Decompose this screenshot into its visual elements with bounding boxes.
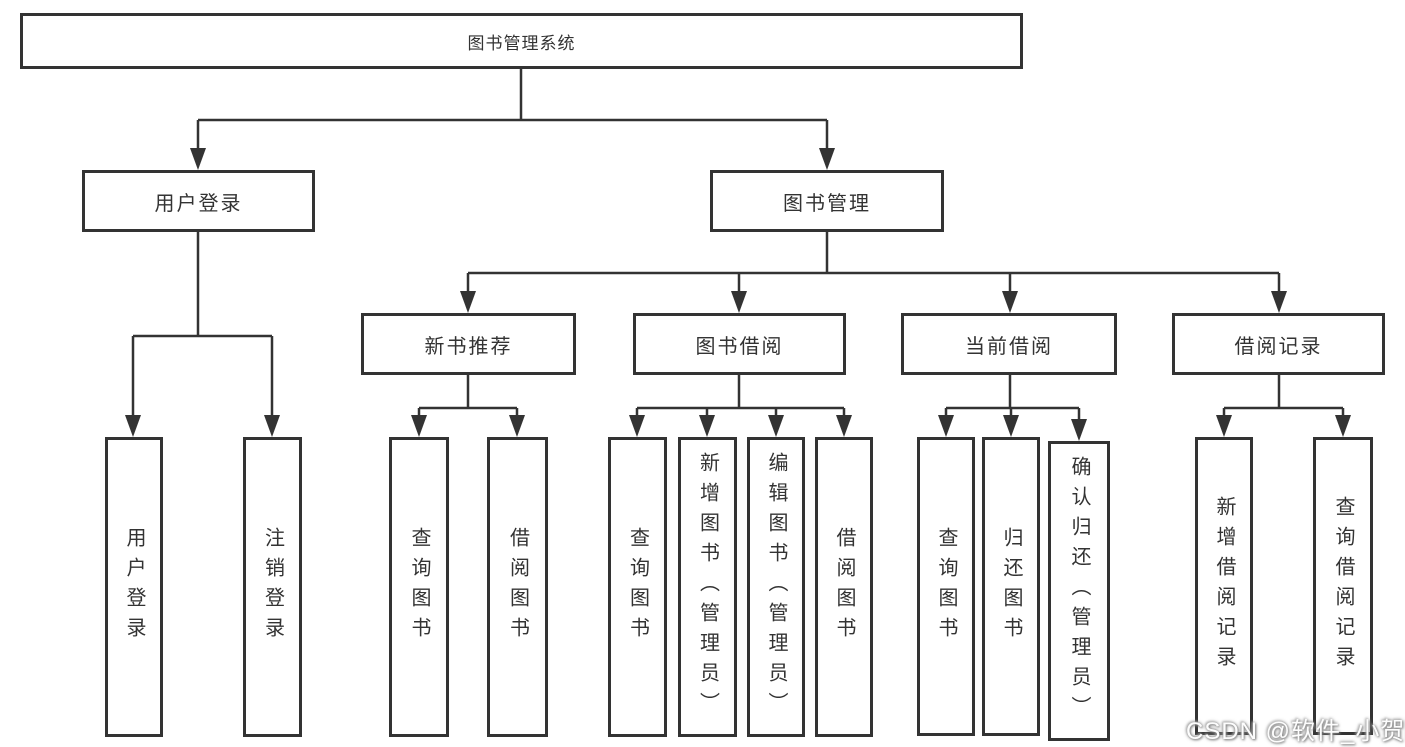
node-book-management: 图书管理 [710, 170, 944, 232]
leaf-current-return: 归还图书 [982, 437, 1040, 736]
arrow-down-icon [938, 415, 954, 437]
arrow-down-icon [731, 291, 747, 313]
arrow-down-icon [629, 415, 645, 437]
node-borrow-records: 借阅记录 [1172, 313, 1385, 375]
csdn-watermark: CSDN @软件_小贺同学 [1186, 718, 1405, 745]
arrow-down-icon [1003, 415, 1019, 437]
leaf-newbook-borrow: 借阅图书 [487, 437, 548, 737]
leaf-borrow-add-book: 新增图书（管理员） [678, 437, 737, 737]
node-current-borrow: 当前借阅 [901, 313, 1117, 375]
node-new-book-recommend: 新书推荐 [361, 313, 576, 375]
leaf-record-add: 新增借阅记录 [1195, 437, 1253, 735]
arrow-down-icon [411, 415, 427, 437]
arrow-down-icon [1271, 291, 1287, 313]
arrow-down-icon [264, 415, 280, 437]
arrow-down-icon [836, 415, 852, 437]
arrow-down-icon [1002, 291, 1018, 313]
arrow-down-icon [190, 148, 206, 170]
arrow-down-icon [460, 291, 476, 313]
arrow-down-icon [1071, 419, 1087, 441]
connector-book-borrow [635, 375, 846, 419]
connector-book-mgmt [466, 232, 1281, 295]
arrow-down-icon [125, 415, 141, 437]
leaf-record-query: 查询借阅记录 [1313, 437, 1373, 735]
arrow-down-icon [819, 148, 835, 170]
leaf-current-query: 查询图书 [917, 437, 975, 736]
arrow-down-icon [1216, 415, 1232, 437]
leaf-borrow-edit-book: 编辑图书（管理员） [747, 437, 805, 737]
arrow-down-icon [509, 415, 525, 437]
connector-user-login [131, 232, 274, 419]
leaf-current-confirm-return: 确认归还（管理员） [1048, 441, 1110, 741]
connector-root [196, 69, 829, 152]
connector-new-book [417, 375, 519, 419]
arrow-down-icon [1335, 415, 1351, 437]
leaf-user-login: 用户登录 [105, 437, 163, 737]
node-library-system: 图书管理系统 [20, 13, 1023, 69]
arrow-down-icon [699, 415, 715, 437]
leaf-newbook-query: 查询图书 [389, 437, 449, 737]
leaf-borrow-book: 借阅图书 [815, 437, 873, 737]
node-book-borrow: 图书借阅 [633, 313, 846, 375]
connector-borrow-record [1222, 375, 1345, 419]
arrow-down-icon [768, 415, 784, 437]
node-user-login: 用户登录 [82, 170, 315, 232]
leaf-logout: 注销登录 [243, 437, 302, 737]
connector-current-borrow [944, 375, 1081, 423]
leaf-borrow-query: 查询图书 [608, 437, 667, 737]
